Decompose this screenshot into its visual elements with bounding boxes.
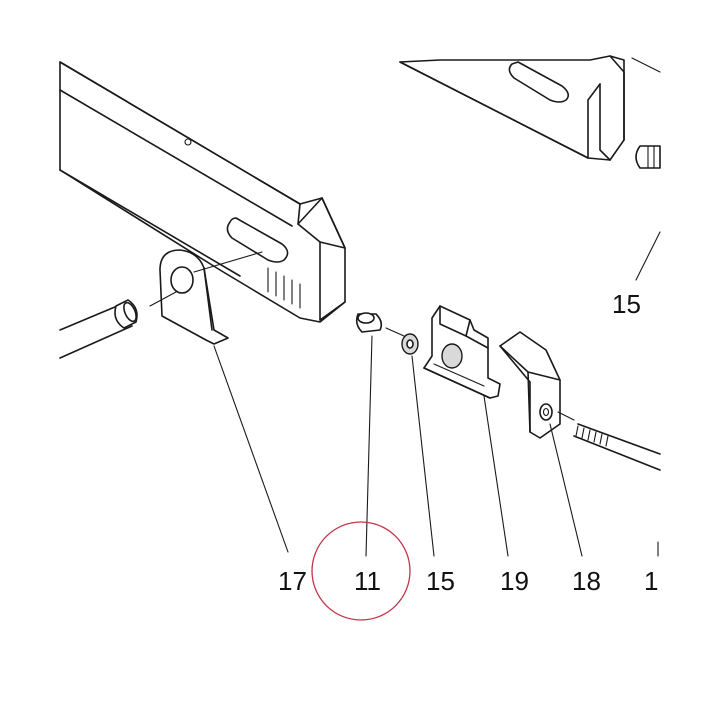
leader-17	[213, 345, 289, 553]
callout-19: 19	[500, 566, 529, 596]
left-frame-beam	[59, 61, 346, 323]
callout-1-partial: 1	[644, 566, 658, 596]
bracket-part-17	[149, 249, 263, 345]
leader-18	[549, 423, 583, 557]
leader-11	[365, 335, 373, 557]
leader-19	[483, 395, 509, 557]
callout-15: 15	[426, 566, 455, 596]
pivot-pin	[59, 299, 138, 359]
washer-part-15	[401, 333, 419, 355]
leader-15	[411, 355, 435, 557]
leader-lines	[213, 231, 661, 557]
callout-17: 17	[278, 566, 307, 596]
right-frame-beam	[399, 55, 661, 169]
callout-18: 18	[572, 566, 601, 596]
clamp-block-part-19	[423, 305, 501, 399]
screw-part-11	[355, 312, 405, 337]
block-part-18	[499, 331, 561, 439]
callout-15-top: 15	[612, 289, 641, 319]
leader-15-top	[635, 231, 661, 281]
highlight-circle	[311, 521, 411, 621]
callout-11: 11	[354, 566, 381, 596]
threaded-rod	[557, 411, 661, 471]
